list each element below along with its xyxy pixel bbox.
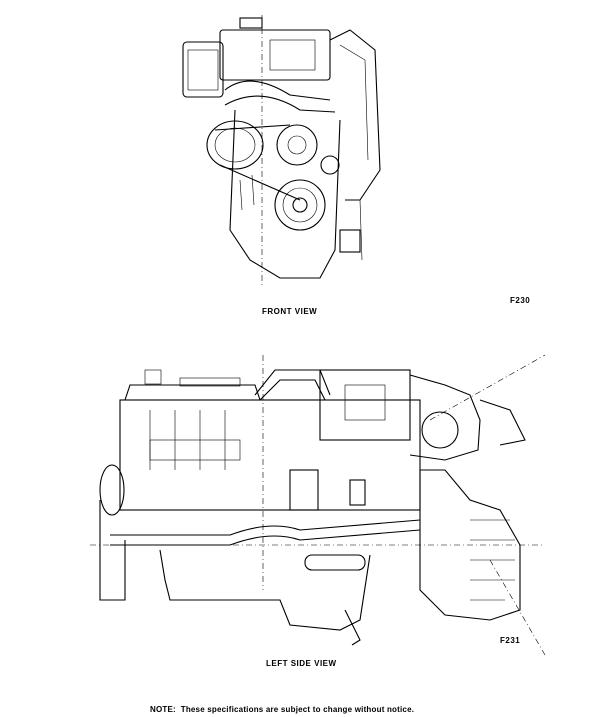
left-side-view-figure-id: F231 xyxy=(500,636,521,645)
left-side-view-caption: LEFT SIDE VIEW xyxy=(266,659,337,668)
front-view-caption: FRONT VIEW xyxy=(262,307,318,316)
front-view-figure-id: F230 xyxy=(510,296,531,305)
specifications-note: NOTE: These specifications are subject t… xyxy=(150,705,415,714)
